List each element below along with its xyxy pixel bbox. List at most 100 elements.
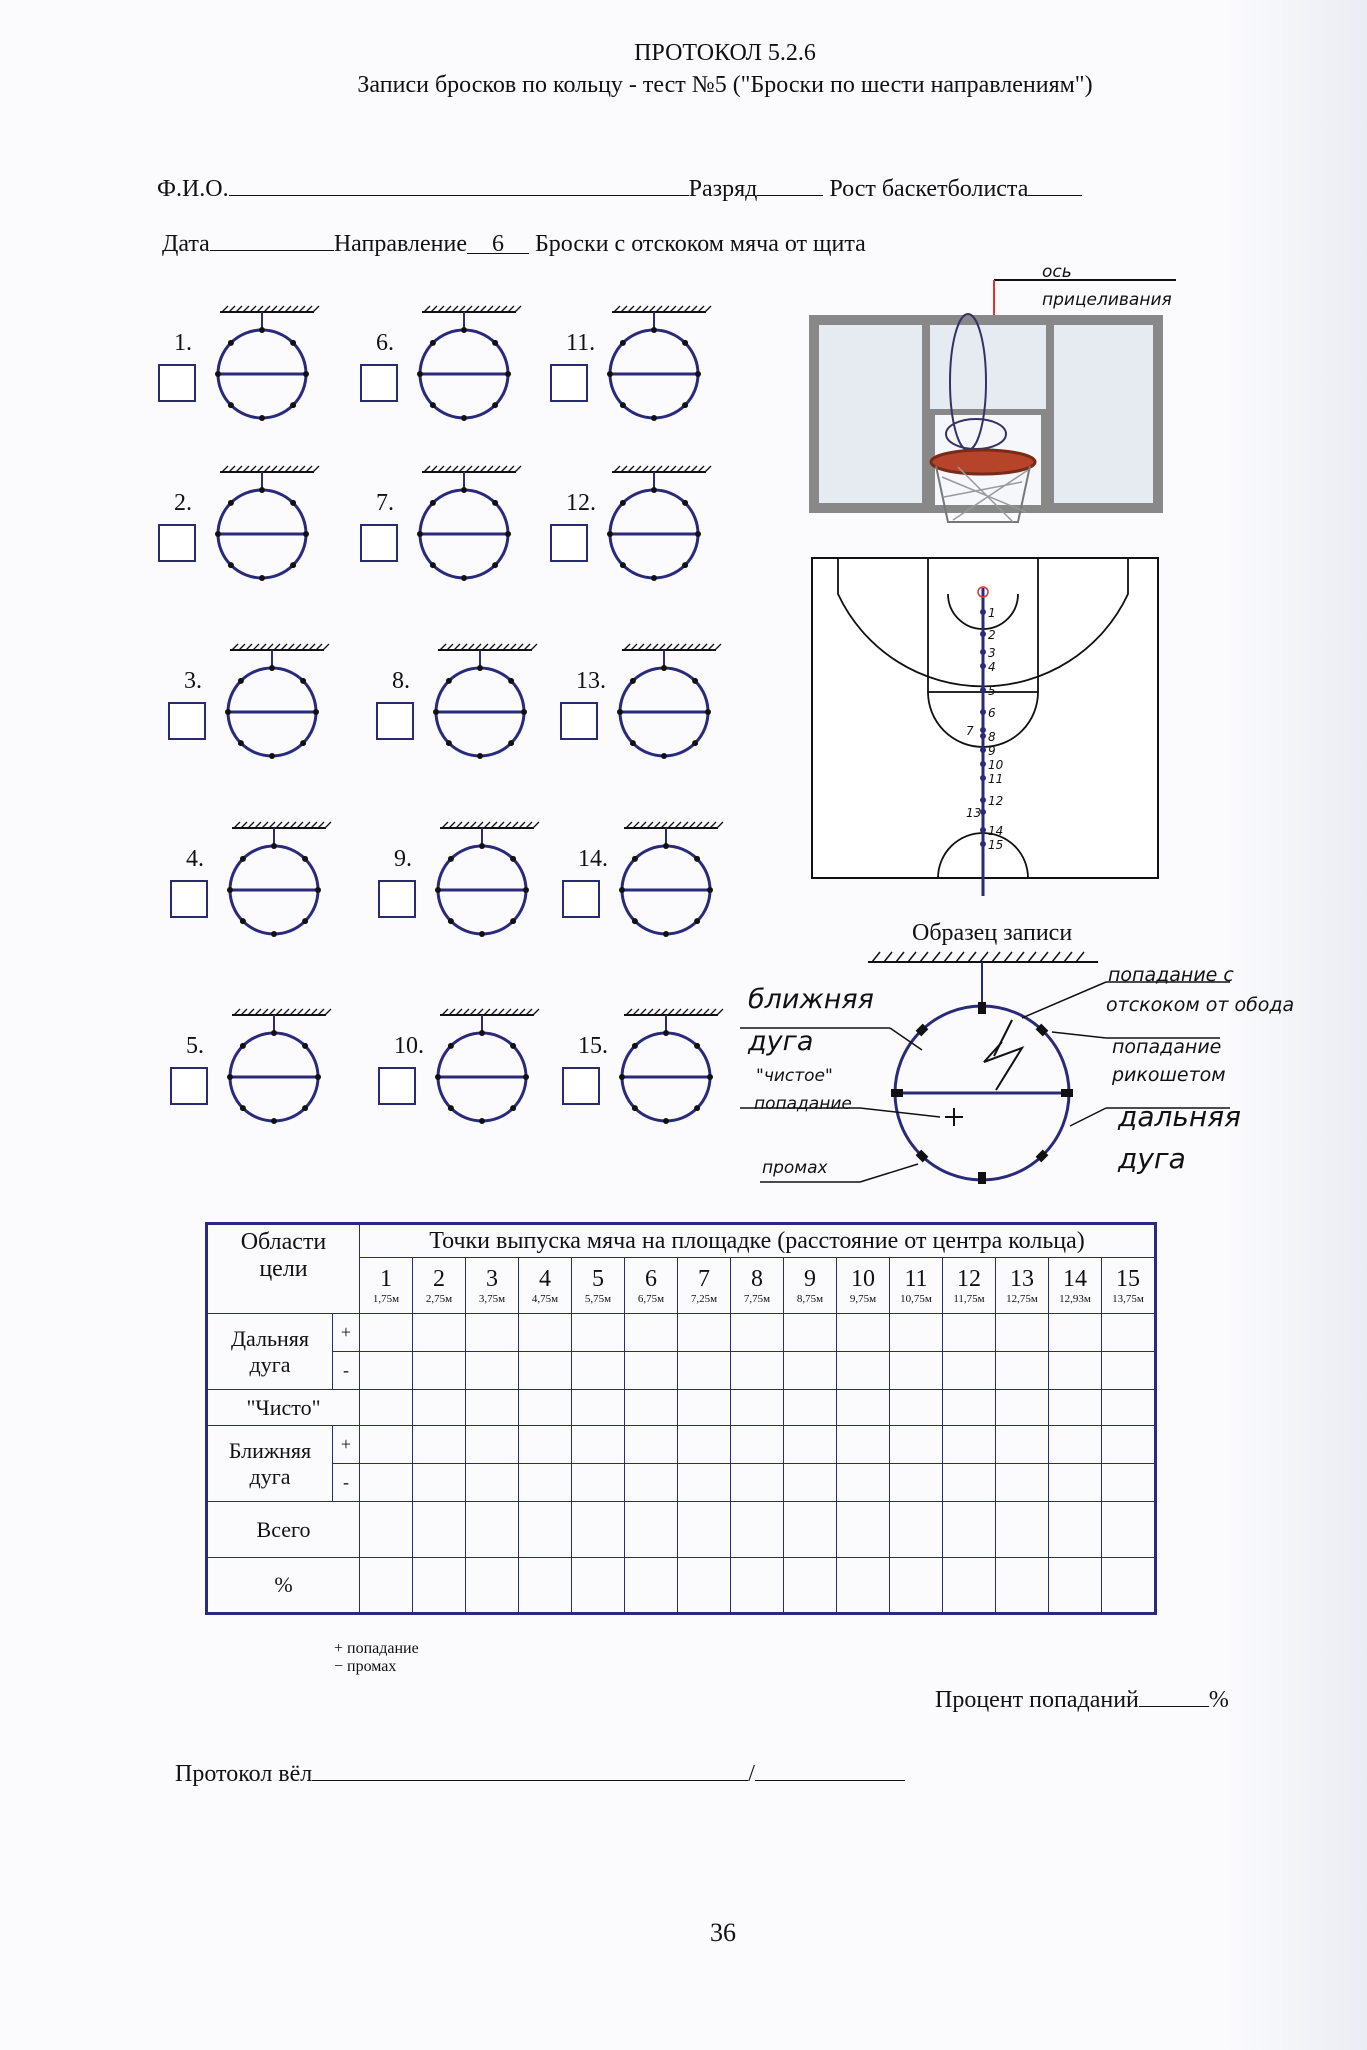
result-cell[interactable] (677, 1389, 731, 1426)
result-cell[interactable] (677, 1557, 731, 1614)
result-cell[interactable] (942, 1313, 996, 1352)
result-cell[interactable] (518, 1463, 572, 1502)
result-cell[interactable] (465, 1351, 519, 1390)
result-cell[interactable] (730, 1389, 784, 1426)
result-cell[interactable] (995, 1389, 1049, 1426)
result-cell[interactable] (571, 1389, 625, 1426)
result-cell[interactable] (465, 1389, 519, 1426)
result-cell[interactable] (889, 1313, 943, 1352)
result-cell[interactable] (1048, 1463, 1102, 1502)
target-checkbox-5[interactable] (170, 1067, 208, 1105)
result-cell[interactable] (465, 1557, 519, 1614)
result-cell[interactable] (995, 1313, 1049, 1352)
result-cell[interactable] (730, 1425, 784, 1464)
result-cell[interactable] (624, 1351, 678, 1390)
date-field[interactable] (209, 228, 334, 251)
result-cell[interactable] (359, 1313, 413, 1352)
result-cell[interactable] (412, 1313, 466, 1352)
result-cell[interactable] (465, 1463, 519, 1502)
result-cell[interactable] (518, 1501, 572, 1558)
result-cell[interactable] (359, 1501, 413, 1558)
result-cell[interactable] (836, 1557, 890, 1614)
result-cell[interactable] (995, 1425, 1049, 1464)
hit-percent-field[interactable] (1138, 1684, 1209, 1707)
result-cell[interactable] (995, 1557, 1049, 1614)
result-cell[interactable] (889, 1501, 943, 1558)
result-cell[interactable] (571, 1557, 625, 1614)
result-cell[interactable] (783, 1557, 837, 1614)
result-cell[interactable] (889, 1425, 943, 1464)
result-cell[interactable] (995, 1501, 1049, 1558)
kept-by-field[interactable] (312, 1758, 749, 1781)
result-cell[interactable] (783, 1463, 837, 1502)
result-cell[interactable] (571, 1463, 625, 1502)
result-cell[interactable] (783, 1351, 837, 1390)
result-cell[interactable] (836, 1389, 890, 1426)
result-cell[interactable] (1101, 1351, 1156, 1390)
target-checkbox-6[interactable] (360, 364, 398, 402)
result-cell[interactable] (1048, 1557, 1102, 1614)
result-cell[interactable] (518, 1389, 572, 1426)
target-checkbox-13[interactable] (560, 702, 598, 740)
target-checkbox-10[interactable] (378, 1067, 416, 1105)
result-cell[interactable] (677, 1313, 731, 1352)
rank-field[interactable] (757, 173, 824, 196)
target-checkbox-2[interactable] (158, 524, 196, 562)
result-cell[interactable] (624, 1501, 678, 1558)
result-cell[interactable] (1101, 1557, 1156, 1614)
result-cell[interactable] (412, 1351, 466, 1390)
result-cell[interactable] (1048, 1389, 1102, 1426)
result-cell[interactable] (624, 1389, 678, 1426)
target-checkbox-3[interactable] (168, 702, 206, 740)
height-field[interactable] (1028, 173, 1083, 196)
result-cell[interactable] (783, 1501, 837, 1558)
result-cell[interactable] (677, 1463, 731, 1502)
target-checkbox-12[interactable] (550, 524, 588, 562)
result-cell[interactable] (942, 1351, 996, 1390)
result-cell[interactable] (889, 1389, 943, 1426)
target-checkbox-1[interactable] (158, 364, 196, 402)
result-cell[interactable] (677, 1501, 731, 1558)
result-cell[interactable] (571, 1313, 625, 1352)
result-cell[interactable] (836, 1351, 890, 1390)
result-cell[interactable] (1048, 1501, 1102, 1558)
fio-field[interactable] (228, 173, 689, 196)
result-cell[interactable] (359, 1351, 413, 1390)
direction-field[interactable]: 6 (467, 231, 529, 257)
result-cell[interactable] (518, 1313, 572, 1352)
result-cell[interactable] (465, 1425, 519, 1464)
result-cell[interactable] (1048, 1313, 1102, 1352)
result-cell[interactable] (465, 1313, 519, 1352)
result-cell[interactable] (836, 1425, 890, 1464)
result-cell[interactable] (412, 1425, 466, 1464)
result-cell[interactable] (359, 1389, 413, 1426)
target-checkbox-11[interactable] (550, 364, 588, 402)
result-cell[interactable] (836, 1501, 890, 1558)
result-cell[interactable] (412, 1463, 466, 1502)
result-cell[interactable] (942, 1389, 996, 1426)
target-checkbox-7[interactable] (360, 524, 398, 562)
result-cell[interactable] (571, 1501, 625, 1558)
result-cell[interactable] (783, 1313, 837, 1352)
result-cell[interactable] (624, 1463, 678, 1502)
result-cell[interactable] (1048, 1425, 1102, 1464)
result-cell[interactable] (412, 1501, 466, 1558)
result-cell[interactable] (1101, 1389, 1156, 1426)
result-cell[interactable] (518, 1425, 572, 1464)
result-cell[interactable] (730, 1557, 784, 1614)
target-checkbox-4[interactable] (170, 880, 208, 918)
result-cell[interactable] (412, 1389, 466, 1426)
result-cell[interactable] (571, 1425, 625, 1464)
result-cell[interactable] (624, 1313, 678, 1352)
target-checkbox-15[interactable] (562, 1067, 600, 1105)
result-cell[interactable] (942, 1425, 996, 1464)
result-cell[interactable] (995, 1463, 1049, 1502)
target-checkbox-14[interactable] (562, 880, 600, 918)
result-cell[interactable] (518, 1351, 572, 1390)
result-cell[interactable] (1101, 1425, 1156, 1464)
target-checkbox-9[interactable] (378, 880, 416, 918)
result-cell[interactable] (359, 1463, 413, 1502)
signature-field[interactable] (754, 1758, 905, 1781)
result-cell[interactable] (942, 1501, 996, 1558)
result-cell[interactable] (889, 1463, 943, 1502)
